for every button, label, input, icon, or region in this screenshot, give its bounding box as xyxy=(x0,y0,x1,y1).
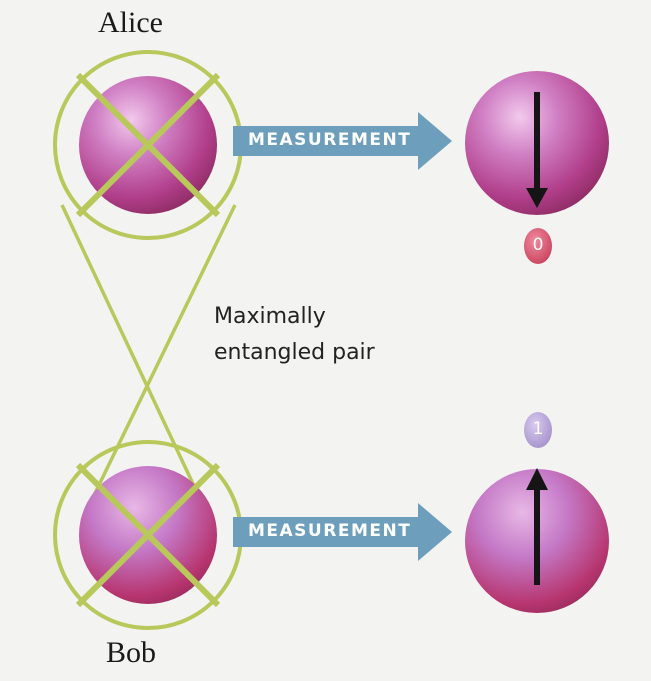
bob-measured-qubit xyxy=(465,468,609,613)
bob-label: Bob xyxy=(106,636,157,669)
outcome-one-badge xyxy=(524,412,552,448)
spin-down-arrow-head xyxy=(526,188,548,208)
alice-label: Alice xyxy=(98,6,163,39)
alice-measured-qubit xyxy=(465,71,609,215)
alice-cross-line-b xyxy=(75,72,221,218)
pair-caption-line1: Maximally xyxy=(214,304,326,329)
bob-entangled-qubit xyxy=(53,440,243,630)
measurement-label-bottom: MEASUREMENT xyxy=(248,521,412,541)
bob-cross-line-b xyxy=(75,462,221,608)
measurement-label-top: MEASUREMENT xyxy=(248,130,412,150)
spin-up-arrow-head xyxy=(526,468,548,490)
outcome-one-value: 1 xyxy=(532,419,544,439)
entanglement-link xyxy=(60,204,237,521)
alice-entangled-qubit xyxy=(53,50,243,240)
measurement-arrow-bottom xyxy=(233,503,452,561)
outcome-zero-badge xyxy=(524,228,552,264)
pair-caption-line2: entangled pair xyxy=(214,340,375,365)
outcome-zero-value: 0 xyxy=(532,235,544,255)
measurement-arrow-top xyxy=(233,112,452,170)
